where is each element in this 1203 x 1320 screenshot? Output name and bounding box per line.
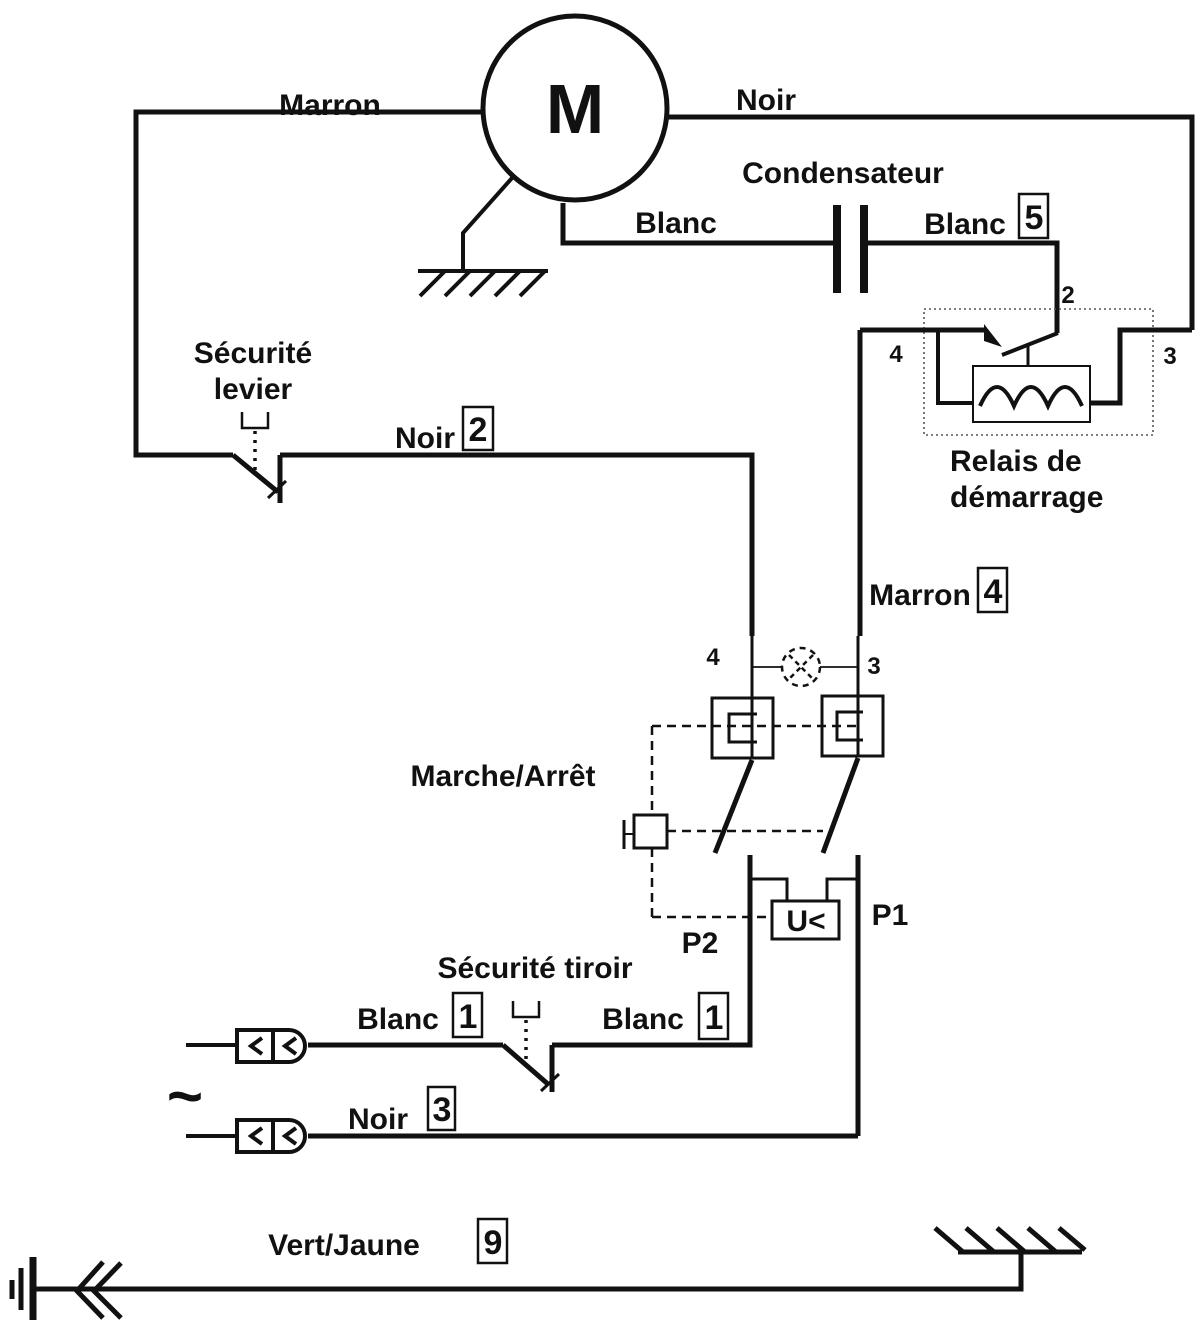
undervoltage-release: U< — [750, 877, 858, 941]
wire-number-1-right: 1 — [705, 999, 724, 1037]
relay-coil-box — [972, 365, 1091, 423]
motor-earth-link — [461, 176, 514, 271]
relay-coil-winding — [978, 385, 1084, 411]
contact-box-left — [710, 696, 775, 760]
label-marron-top: Marron — [279, 89, 381, 122]
wire-number-9: 9 — [484, 1224, 503, 1262]
relay-left-link — [936, 330, 973, 405]
label-marron-4: Marron — [869, 579, 971, 612]
chevron-icon — [281, 1036, 298, 1056]
connector-chevron-icon — [90, 1261, 123, 1320]
wire-number-box-4: 4 — [976, 566, 1009, 614]
label-noir-3: Noir — [348, 1103, 408, 1136]
wire-vert-jaune — [35, 1252, 1024, 1292]
relay-terminal-4: 4 — [889, 341, 903, 368]
chevron-icon — [247, 1036, 264, 1056]
chevron-icon — [281, 1126, 298, 1146]
relay-moving-blade — [1001, 331, 1059, 357]
relay-terminal-2: 2 — [1061, 282, 1074, 309]
earth-left — [9, 1257, 123, 1320]
chassis-ground-right — [933, 1226, 1087, 1255]
wire-number-box-1-right: 1 — [697, 991, 730, 1041]
ac-symbol: ~ — [167, 1062, 203, 1131]
wire-number-2: 2 — [469, 411, 488, 449]
uv-label: U< — [786, 905, 825, 938]
label-p2: P2 — [682, 927, 719, 960]
wire-number-1-left: 1 — [459, 998, 478, 1036]
pilot-lamp-icon — [780, 646, 822, 688]
mech-linkage — [650, 724, 858, 919]
wire-noir-2 — [280, 452, 755, 636]
connector-chevron-icon — [73, 1260, 105, 1320]
label-noir-top: Noir — [736, 84, 796, 117]
label-relais-line1: Relais de — [950, 445, 1082, 478]
uv-box — [770, 899, 841, 941]
securite-levier-actuator — [240, 412, 270, 470]
wire-p2-down — [552, 855, 753, 1048]
wire-number-4: 4 — [984, 573, 1003, 611]
motor: M — [418, 13, 670, 298]
wire-number-box-3: 3 — [426, 1085, 457, 1132]
wire-number-box-2: 2 — [461, 405, 495, 452]
label-blanc-1-right: Blanc — [602, 1003, 684, 1036]
label-blanc-motor: Blanc — [635, 207, 717, 240]
tiroir-actuator-icon — [511, 1001, 541, 1019]
levier-blade-tick — [266, 479, 288, 500]
label-securite-levier-line1: Sécurité — [194, 337, 312, 370]
label-marche-arret: Marche/Arrêt — [410, 760, 595, 793]
plug-noir — [235, 1118, 307, 1154]
capacitor — [833, 205, 868, 293]
chevron-icon — [247, 1126, 264, 1146]
wire-noir-top — [668, 114, 1195, 330]
tiroir-switch-blade — [501, 1043, 551, 1087]
label-vert-jaune: Vert/Jaune — [268, 1229, 420, 1262]
label-noir-2: Noir — [395, 422, 455, 455]
contact-bridge-left — [727, 712, 757, 744]
wire-number-box-1-left: 1 — [451, 991, 484, 1039]
label-securite-tiroir: Sécurité tiroir — [437, 952, 632, 985]
switch-left-blade — [712, 759, 755, 854]
label-blanc-1-left: Blanc — [357, 1003, 439, 1036]
start-relay — [860, 308, 1192, 436]
label-blanc-5: Blanc — [924, 208, 1006, 241]
labels: Marron Noir Condensateur Blanc Blanc 2 4… — [167, 84, 1177, 1262]
securite-tiroir-actuator — [511, 1001, 541, 1062]
actuator-button-box — [632, 813, 669, 850]
wire-blanc-5 — [868, 240, 1060, 333]
wire-number-3: 3 — [433, 1091, 452, 1129]
wire-number-box-5: 5 — [1017, 192, 1050, 240]
switch-terminal-3: 3 — [867, 653, 880, 680]
switch-right-blade — [820, 757, 861, 854]
motor-label: M — [546, 70, 604, 148]
levier-switch-blade — [231, 453, 280, 494]
levier-actuator-icon — [240, 412, 270, 430]
marche-arret-switch — [622, 646, 885, 919]
label-condensateur: Condensateur — [742, 157, 944, 190]
plug-blanc — [235, 1028, 307, 1064]
conductors — [35, 109, 1195, 1292]
motor-circle — [480, 13, 670, 203]
supply-connectors — [235, 1028, 307, 1154]
uv-bracket-right — [825, 877, 858, 901]
wire-number-boxes: 2 5 4 1 1 3 9 — [426, 192, 1050, 1265]
wire-blanc-motor — [560, 203, 833, 246]
pilot-lamp-x1 — [788, 654, 814, 680]
relay-terminal-3: 3 — [1163, 343, 1176, 370]
switch-terminal-4: 4 — [706, 644, 720, 671]
label-relais-line2: démarrage — [950, 481, 1103, 514]
relay-contact-arrow — [984, 324, 1002, 347]
wire-number-box-9: 9 — [476, 1217, 509, 1265]
wire-number-5: 5 — [1025, 199, 1044, 237]
motor-chassis-ground-icon — [418, 269, 548, 298]
pilot-lamp-x2 — [788, 654, 814, 680]
relay-outline — [923, 308, 1154, 436]
wire-marron-top — [133, 109, 483, 458]
relay-right-link — [1090, 327, 1192, 406]
label-p1: P1 — [872, 899, 909, 932]
uv-bracket-left — [750, 877, 789, 901]
label-securite-levier-line2: levier — [214, 373, 293, 406]
